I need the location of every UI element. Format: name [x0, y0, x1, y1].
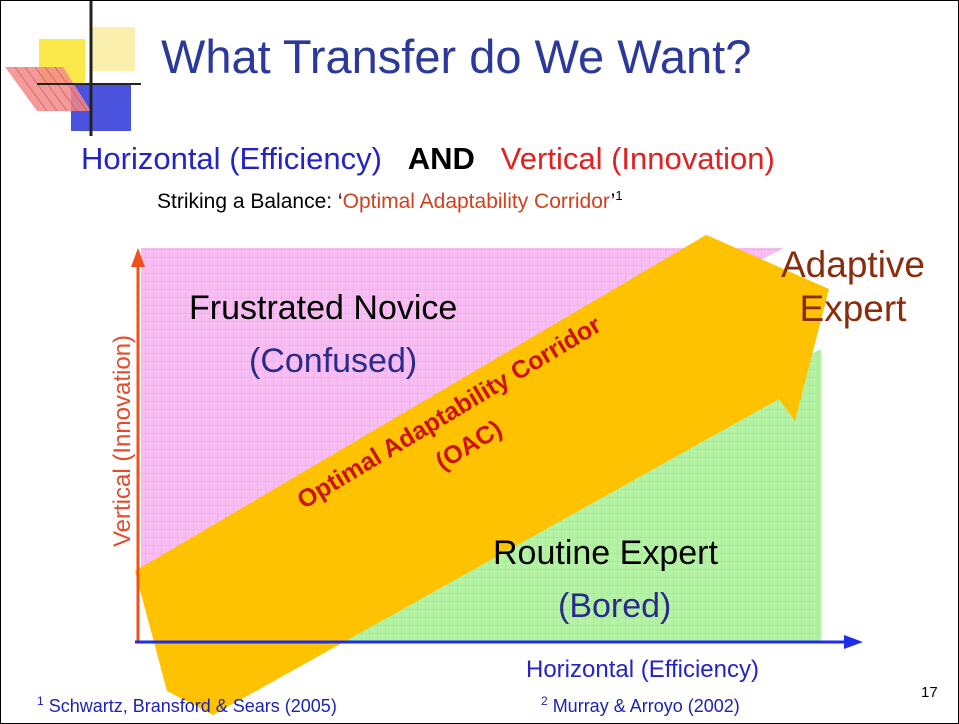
- page-number: 17: [921, 684, 938, 701]
- subtitle-and: AND: [407, 141, 475, 176]
- page-title: What Transfer do We Want?: [161, 30, 752, 83]
- subtitle-innovation: (Innovation): [611, 141, 775, 176]
- balance-line: Striking a Balance: ‘Optimal Adaptabilit…: [157, 188, 623, 214]
- footnote-1: 1 Schwartz, Bransford & Sears (2005): [37, 694, 337, 717]
- routine-expert-label: Routine Expert: [493, 534, 718, 572]
- balance-prefix: Striking a Balance: ‘: [157, 190, 343, 213]
- footnote-2: 2 Murray & Arroyo (2002): [541, 694, 740, 717]
- subtitle: Horizontal (Efficiency) AND Vertical (In…: [81, 141, 775, 177]
- balance-highlight: Optimal Adaptability Corridor: [342, 190, 611, 213]
- adaptive-expert-label: Adaptive Expert: [781, 243, 925, 331]
- x-axis-label: Horizontal (Efficiency): [526, 656, 759, 683]
- corridor-arrow: [135, 235, 829, 715]
- bored-label: (Bored): [558, 587, 672, 625]
- subtitle-efficiency: (Efficiency): [229, 141, 382, 176]
- subtitle-horizontal: Horizontal: [81, 141, 221, 176]
- balance-footnote-mark: 1: [615, 188, 623, 203]
- footnote-1-mark: 1: [37, 694, 44, 708]
- adaptive-expert-line1: Adaptive: [781, 244, 925, 285]
- footnote-1-text: Schwartz, Bransford & Sears (2005): [43, 696, 337, 716]
- x-axis-arrowhead: [844, 635, 863, 649]
- y-axis-arrowhead: [131, 248, 145, 267]
- subtitle-vertical: Vertical: [500, 141, 603, 176]
- confused-label: (Confused): [249, 342, 418, 380]
- footnote-2-text: Murray & Arroyo (2002): [547, 696, 740, 716]
- frustrated-novice-label: Frustrated Novice: [189, 289, 458, 327]
- balance-suffix: ’: [610, 190, 616, 213]
- adaptive-expert-line2: Expert: [799, 288, 907, 329]
- corner-logo-icon: [5, 1, 141, 136]
- y-axis-label: Vertical (Innovation): [109, 334, 136, 548]
- footnote-2-mark: 2: [541, 694, 548, 708]
